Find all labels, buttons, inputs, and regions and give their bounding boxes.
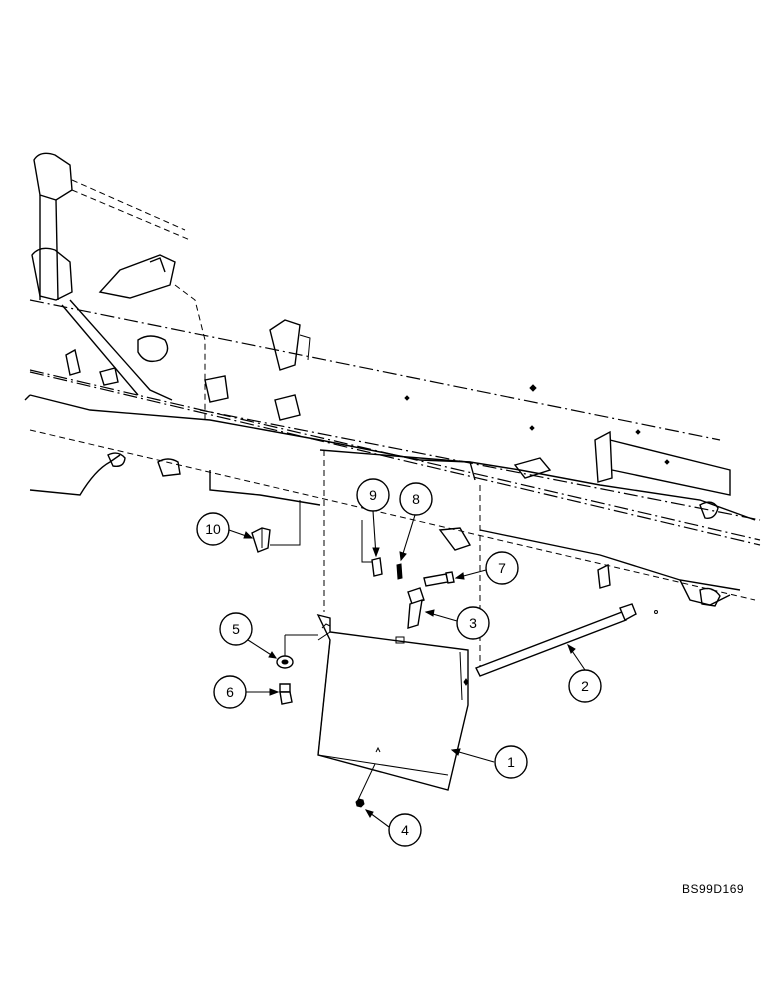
callout-4: 4 xyxy=(364,809,422,847)
callout-1: 1 xyxy=(450,745,528,779)
callout-1-label: 1 xyxy=(507,754,515,770)
callout-7: 7 xyxy=(454,551,519,585)
callout-5: 5 xyxy=(219,612,278,659)
callout-3: 3 xyxy=(424,606,490,640)
callout-4-label: 4 xyxy=(401,822,409,838)
callout-8-label: 8 xyxy=(412,491,420,507)
shield-part-1 xyxy=(316,613,469,791)
pin-part-7 xyxy=(423,571,455,587)
callout-10-label: 10 xyxy=(205,521,221,537)
bracket-part-10 xyxy=(251,527,271,553)
callout-3-label: 3 xyxy=(469,615,477,631)
callout-7-label: 7 xyxy=(498,560,506,576)
washer-part-5 xyxy=(276,655,294,669)
rod-part-2 xyxy=(475,603,658,677)
clip-part-8 xyxy=(396,563,403,580)
bolt-part-6 xyxy=(279,683,293,705)
drawing-code: BS99D169 xyxy=(682,882,745,896)
nut-part-4 xyxy=(355,763,376,808)
callout-9-label: 9 xyxy=(369,487,377,503)
callout-2-label: 2 xyxy=(581,678,589,694)
sleeve-part-9 xyxy=(371,557,383,577)
callout-6-label: 6 xyxy=(226,684,234,700)
callout-8: 8 xyxy=(399,482,433,562)
loader-frame xyxy=(24,152,761,607)
callout-10: 10 xyxy=(196,512,254,546)
callout-5-label: 5 xyxy=(232,621,240,637)
callout-2: 2 xyxy=(567,643,602,703)
callout-9: 9 xyxy=(356,478,390,558)
bolt-part-3 xyxy=(407,587,425,629)
callout-6: 6 xyxy=(213,675,280,709)
